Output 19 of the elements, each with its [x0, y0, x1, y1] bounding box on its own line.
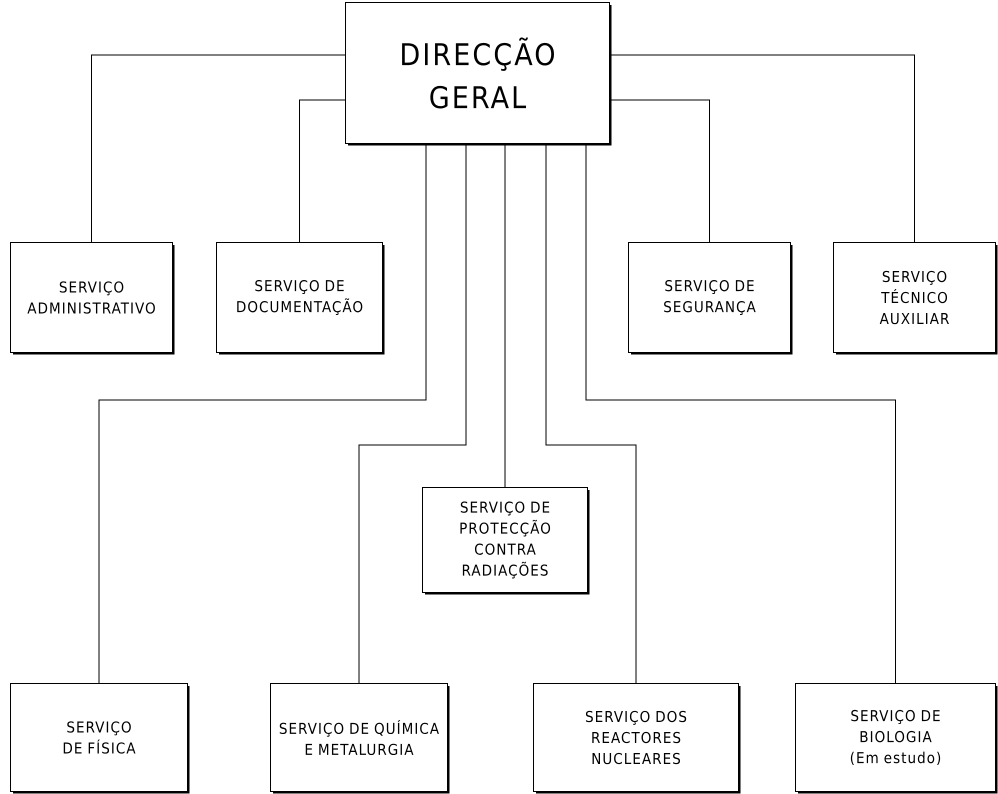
service-box: SERVIÇO DOS REACTORES NUCLEARES: [533, 683, 740, 794]
connector-line: [98, 144, 426, 684]
connector-line: [91, 54, 346, 242]
service-box: SERVIÇO DE FÍSICA: [10, 683, 190, 794]
service-box: SERVIÇO DE SEGURANÇA: [628, 242, 792, 354]
connector-line: [299, 100, 346, 242]
service-box: SERVIÇO DE PROTECÇÃO CONTRA RADIAÇÕES: [422, 487, 590, 594]
connector-line: [610, 100, 710, 242]
director-box: DIRECÇÃO GERAL: [345, 2, 612, 146]
connector-line: [504, 144, 506, 488]
service-box: SERVIÇO TÉCNICO AUXILIAR: [833, 242, 998, 354]
connector-line: [610, 54, 915, 242]
service-box: SERVIÇO DE BIOLOGIA (Em estudo): [795, 683, 998, 794]
connector-line: [546, 144, 636, 684]
service-box: SERVIÇO ADMINISTRATIVO: [10, 242, 174, 354]
service-box: SERVIÇO DE DOCUMENTAÇÃO: [216, 242, 384, 354]
service-box: SERVIÇO DE QUÍMICA E METALURGIA: [270, 683, 450, 794]
connector-line: [358, 144, 466, 684]
connector-line: [586, 144, 896, 684]
